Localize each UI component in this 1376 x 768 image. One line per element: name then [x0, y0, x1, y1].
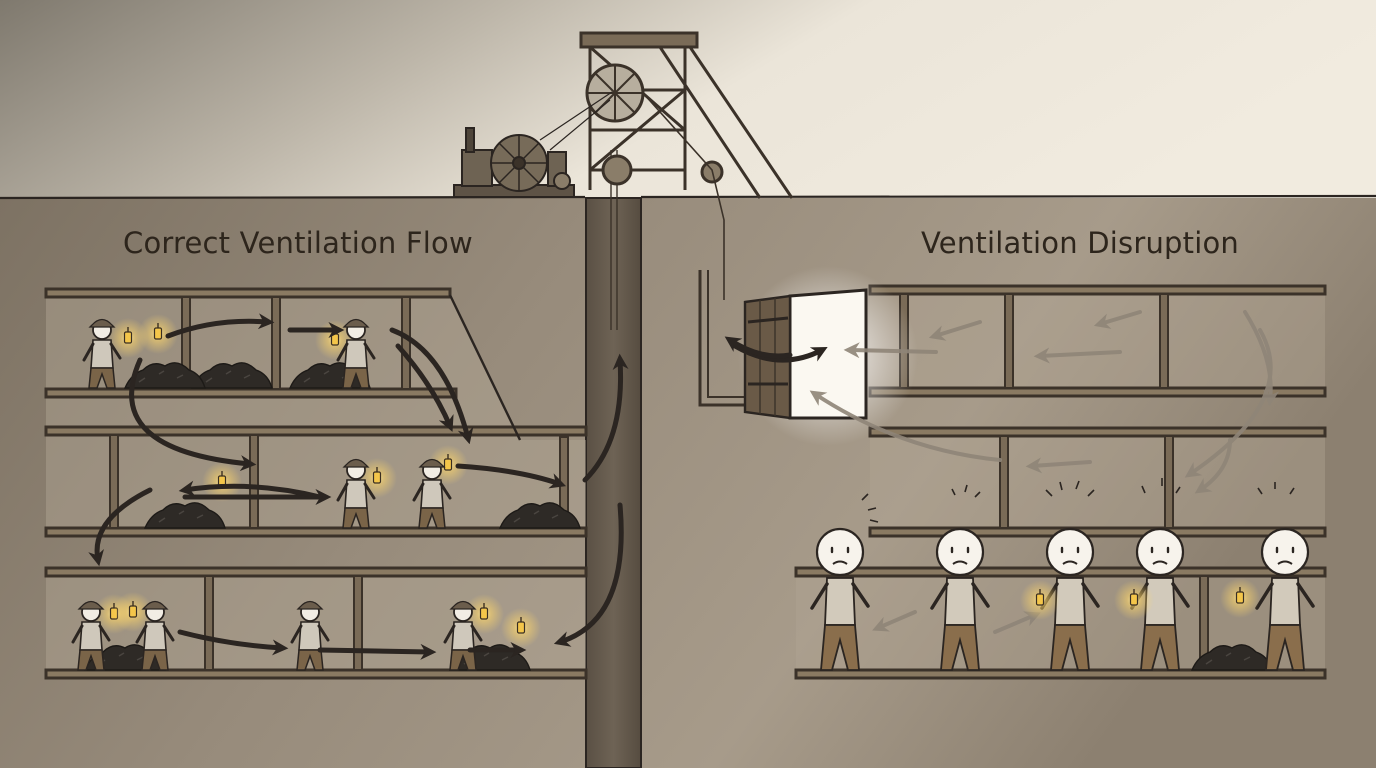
airflow-arrows-correct	[88, 313, 629, 660]
airflow-arrow-door	[724, 336, 828, 363]
disruption-title: Ventilation Disruption	[921, 226, 1239, 260]
steam-winding-engine	[453, 91, 613, 198]
ventilation-door-open	[738, 266, 918, 446]
left-mine-levels	[44, 287, 588, 680]
mine-shaft	[585, 197, 642, 768]
distressed-miners	[810, 478, 1315, 672]
correct-flow-title: Correct Ventilation Flow	[123, 226, 473, 260]
mine-headframe	[579, 31, 794, 300]
airflow-arrows-disrupted	[809, 310, 1280, 634]
sky	[0, 0, 1376, 205]
